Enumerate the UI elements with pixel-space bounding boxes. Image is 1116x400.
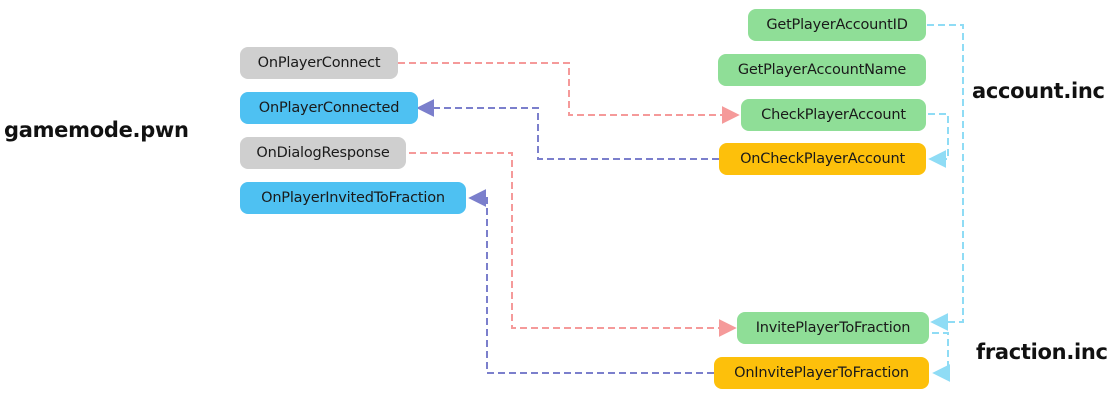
node-on-player-connect: OnPlayerConnect (240, 47, 398, 79)
internal-line-check-to-oncheck (928, 113, 949, 168)
internal-line-id-to-invite (927, 24, 964, 331)
return-line-check-to-connected (416, 99, 719, 160)
node-get-player-account-id: GetPlayerAccountID (748, 9, 926, 41)
node-check-player-account: CheckPlayerAccount (741, 99, 926, 131)
node-get-player-account-name: GetPlayerAccountName (718, 54, 926, 86)
return-line-invite-to-invited (468, 189, 714, 374)
node-on-player-connected: OnPlayerConnected (240, 92, 418, 124)
account-file-label: account.inc (972, 79, 1105, 103)
call-line-dialog-to-invite (409, 152, 737, 337)
node-on-player-invited-to-fraction: OnPlayerInvitedToFraction (240, 182, 466, 214)
node-invite-player-to-fraction: InvitePlayerToFraction (737, 312, 929, 344)
gamemode-file-label: gamemode.pwn (4, 118, 189, 142)
node-on-check-player-account: OnCheckPlayerAccount (719, 143, 926, 175)
internal-line-invite-to-oninvite (932, 332, 951, 382)
node-on-invite-player-to-fraction: OnInvitePlayerToFraction (714, 357, 929, 389)
node-on-dialog-response: OnDialogResponse (240, 137, 406, 169)
fraction-file-label: fraction.inc (976, 340, 1108, 364)
